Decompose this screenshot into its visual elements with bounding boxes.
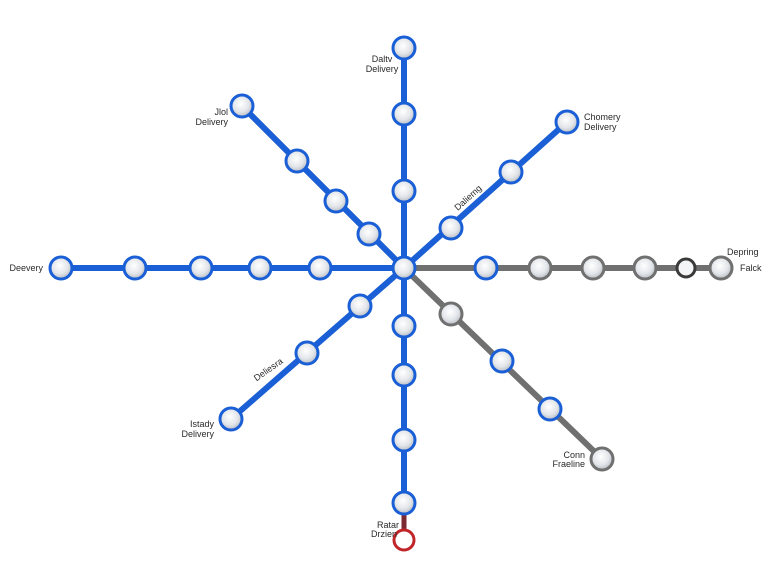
- station-node[interactable]: [391, 35, 417, 61]
- station-node[interactable]: [229, 93, 255, 119]
- station-node[interactable]: [498, 159, 524, 185]
- label-east-line1: Depring: [727, 247, 759, 257]
- hub-station-node[interactable]: [391, 255, 417, 281]
- station-node[interactable]: [247, 255, 273, 281]
- station-node[interactable]: [347, 293, 373, 319]
- label-southwest-line2: Delivery: [181, 429, 214, 439]
- station-node[interactable]: [589, 446, 615, 472]
- label-west: Deevery: [9, 263, 43, 273]
- station-node[interactable]: [356, 221, 382, 247]
- station-node[interactable]: [537, 396, 563, 422]
- station-node[interactable]: [438, 301, 464, 327]
- label-east-line2: Falck: [740, 263, 762, 273]
- station-node[interactable]: [391, 101, 417, 127]
- label-south-line2: Drzien: [371, 529, 397, 539]
- station-node[interactable]: [580, 255, 606, 281]
- station-node[interactable]: [708, 255, 734, 281]
- station-labels: Daltv Delivery Jlol Delivery Chomery Del…: [9, 54, 762, 539]
- station-node[interactable]: [527, 255, 553, 281]
- station-node[interactable]: [284, 148, 310, 174]
- label-northwest-line1: Jlol: [214, 107, 228, 117]
- station-node[interactable]: [554, 109, 580, 135]
- label-northeast-line1: Chomery: [584, 112, 621, 122]
- station-node[interactable]: [632, 255, 658, 281]
- station-node[interactable]: [294, 340, 320, 366]
- label-southeast-line2: Fraeline: [552, 459, 585, 469]
- line-segments: [58, 45, 724, 543]
- label-north-line2: Delivery: [366, 64, 399, 74]
- station-node[interactable]: [307, 255, 333, 281]
- station-node[interactable]: [391, 178, 417, 204]
- label-northeast-line2: Delivery: [584, 122, 617, 132]
- line-northeast: [401, 119, 570, 271]
- terminal-station-node[interactable]: [392, 528, 416, 552]
- station-node[interactable]: [675, 257, 697, 279]
- label-north-line1: Daltv: [372, 54, 393, 64]
- station-node[interactable]: [323, 188, 349, 214]
- station-node[interactable]: [473, 255, 499, 281]
- station-node[interactable]: [391, 362, 417, 388]
- station-node[interactable]: [188, 255, 214, 281]
- label-southwest-line1: Istady: [190, 419, 215, 429]
- station-node[interactable]: [391, 427, 417, 453]
- station-node[interactable]: [391, 313, 417, 339]
- line-southwest: [228, 265, 407, 422]
- station-node[interactable]: [48, 255, 74, 281]
- station-node[interactable]: [122, 255, 148, 281]
- label-south-line1: Ratar: [377, 520, 399, 530]
- station-node[interactable]: [438, 215, 464, 241]
- station-node[interactable]: [391, 490, 417, 516]
- label-southeast-line1: Conn: [563, 450, 585, 460]
- label-northwest-line2: Delivery: [195, 117, 228, 127]
- stations: [48, 35, 734, 552]
- station-node[interactable]: [218, 406, 244, 432]
- station-node[interactable]: [489, 348, 515, 374]
- line-northwest: [239, 103, 407, 271]
